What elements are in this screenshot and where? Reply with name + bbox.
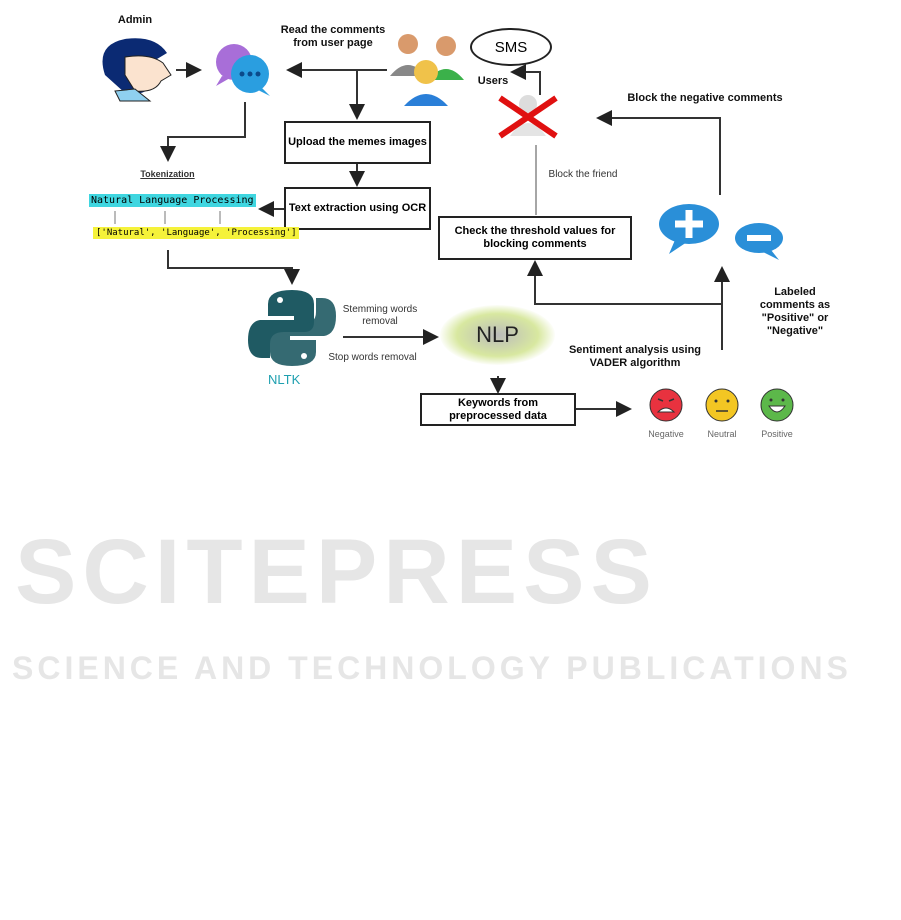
read-comments-label: Read the comments from user page <box>280 24 386 49</box>
threshold-box: Check the threshold values for blocking … <box>438 216 632 260</box>
users-group-icon <box>390 34 464 106</box>
chat-bubbles-icon <box>216 44 270 96</box>
neutral-face-icon <box>705 388 739 422</box>
nlp-cloud-label: NLP <box>476 322 519 347</box>
admin-avatar-icon <box>102 38 172 102</box>
labeled-comments-label: Labeled comments as "Positive" or "Negat… <box>759 286 831 337</box>
token-sentence: Natural Language Processing <box>89 194 256 207</box>
upload-memes-box: Upload the memes images <box>284 121 431 164</box>
admin-label: Admin <box>117 14 153 26</box>
neutral-label: Neutral <box>707 429 737 439</box>
python-logo-icon <box>248 290 336 366</box>
stemming-label: Stemming words removal <box>342 304 418 327</box>
watermark-sub: SCIENCE AND TECHNOLOGY PUBLICATIONS <box>12 650 852 686</box>
ocr-box: Text extraction using OCR <box>284 187 431 230</box>
users-label: Users <box>477 75 509 87</box>
block-negative-label: Block the negative comments <box>627 92 783 104</box>
positive-label: Positive <box>761 429 793 439</box>
sentiment-label: Sentiment analysis using VADER algorithm <box>568 344 702 369</box>
nltk-label: NLTK <box>268 372 301 387</box>
plus-minus-bubbles-icon <box>659 204 783 260</box>
watermark-main: SCITEPRESS <box>15 521 658 623</box>
tokenization-label: Tokenization <box>140 169 195 179</box>
sms-bubble: SMS <box>470 28 552 66</box>
sentiment-faces <box>649 388 794 422</box>
block-friend-label: Block the friend <box>548 169 618 180</box>
keywords-box: Keywords from preprocessed data <box>420 393 576 426</box>
negative-face-icon <box>649 388 683 422</box>
sms-label: SMS <box>494 38 528 56</box>
stop-words-label: Stop words removal <box>328 352 417 363</box>
nlp-word-cloud: NLP <box>440 305 555 365</box>
block-user-x-icon <box>498 95 558 139</box>
token-list: ['Natural', 'Language', 'Processing'] <box>93 227 300 239</box>
positive-face-icon <box>760 388 794 422</box>
negative-label: Negative <box>648 429 684 439</box>
